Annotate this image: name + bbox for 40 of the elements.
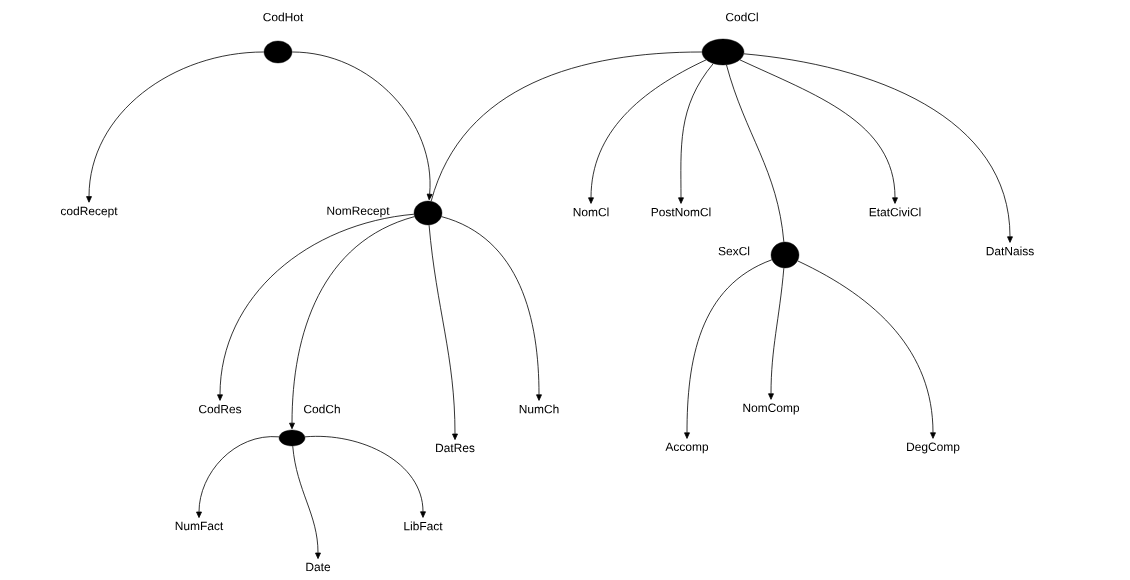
arrow: [739, 59, 898, 204]
arrow: [428, 224, 458, 440]
attribute-label: CodRes: [199, 404, 242, 414]
dot: [701, 38, 745, 66]
node-label: CodHot: [263, 12, 304, 22]
attribute-label: NumCh: [519, 404, 559, 414]
dot: [770, 241, 800, 269]
arrow: [684, 259, 773, 439]
attribute-label: Date: [306, 562, 331, 572]
arrow: [289, 216, 415, 430]
arrow: [743, 53, 1013, 243]
dot: [263, 40, 293, 64]
arrow: [291, 51, 433, 201]
attribute-label: NomComp: [743, 403, 800, 415]
node-label: NomRecept: [327, 206, 390, 218]
attribute-label: EtatCiviCl: [869, 207, 921, 217]
node-label: CodCl: [726, 12, 758, 22]
arrow: [441, 216, 542, 401]
attribute-label: NumFact: [175, 521, 224, 531]
attribute-label: codRecept: [60, 206, 118, 218]
arrow: [292, 445, 321, 559]
arrow: [797, 260, 936, 439]
attribute-label: DatNaiss: [986, 246, 1034, 256]
attribute-label: Accomp: [665, 442, 709, 454]
attribute-label: NomCl: [573, 207, 609, 217]
attribute-label: DatRes: [436, 443, 475, 453]
dot: [278, 429, 306, 447]
attribute-label: DegComp: [907, 442, 960, 454]
node-label: CodCh: [304, 404, 340, 414]
arrow: [304, 435, 426, 518]
arrow: [678, 63, 714, 204]
arrow: [768, 267, 785, 400]
attribute-label: PostNomCl: [651, 207, 711, 217]
arrow: [217, 213, 415, 401]
arrow: [196, 436, 280, 518]
arrow: [588, 59, 707, 204]
dot: [413, 200, 443, 226]
node-label: SexCl: [718, 246, 750, 256]
arrow: [86, 51, 265, 203]
attribute-label: LibFact: [404, 521, 443, 531]
